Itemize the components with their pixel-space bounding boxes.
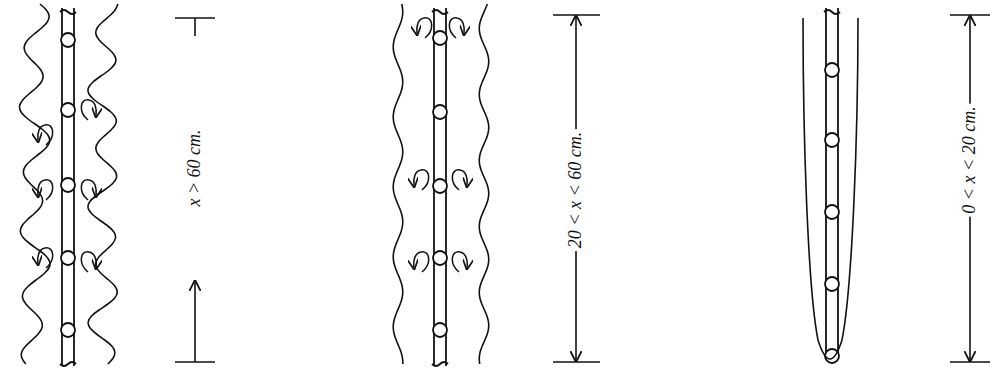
hole: [433, 31, 447, 45]
hole: [61, 103, 75, 117]
eddy-arrow: [38, 125, 53, 145]
hole: [61, 178, 75, 192]
eddy-arrow: [38, 248, 53, 268]
boundary-layer: [803, 18, 858, 359]
dimension-arrow: [194, 282, 196, 362]
eddy-arrow: [417, 18, 432, 38]
hole: [825, 277, 839, 291]
hole: [61, 251, 75, 265]
rod-end: [432, 362, 448, 366]
eddy-arrow: [414, 252, 429, 272]
flame-boundary: [88, 4, 118, 364]
dimension-label: x > 60 cm.: [184, 126, 206, 209]
hole: [61, 323, 75, 337]
hole: [433, 323, 447, 337]
eddy-arrow: [452, 252, 467, 272]
rod-end: [824, 10, 840, 14]
eddy-arrow: [449, 18, 464, 38]
dimension-label: 0 < x < 20 cm.: [959, 103, 981, 216]
eddy-arrow: [38, 180, 53, 200]
eddy-arrow: [414, 170, 429, 190]
hole: [61, 33, 75, 47]
rod-end: [60, 10, 76, 14]
hole: [433, 179, 447, 193]
hole: [433, 105, 447, 119]
hole: [825, 133, 839, 147]
flame-boundary: [479, 4, 488, 364]
dimension-bar: [950, 14, 990, 16]
rod-end: [60, 362, 76, 366]
dimension-line: [194, 18, 196, 36]
eddy-arrow: [81, 180, 96, 200]
flame-boundary: [20, 4, 50, 364]
dimension-bar: [950, 361, 990, 363]
hole: [825, 205, 839, 219]
eddy-arrow: [452, 170, 467, 190]
dimension-label: 20 < x < 60 cm.: [565, 129, 587, 251]
rod: [826, 8, 838, 361]
rod-end: [432, 10, 448, 14]
dimension-bar: [553, 361, 600, 363]
eddy-arrow: [81, 252, 96, 272]
dimension-bar: [553, 14, 600, 16]
hole: [433, 251, 447, 265]
eddy-arrow: [81, 100, 96, 120]
hole: [825, 63, 839, 77]
flame-boundary: [393, 4, 403, 364]
